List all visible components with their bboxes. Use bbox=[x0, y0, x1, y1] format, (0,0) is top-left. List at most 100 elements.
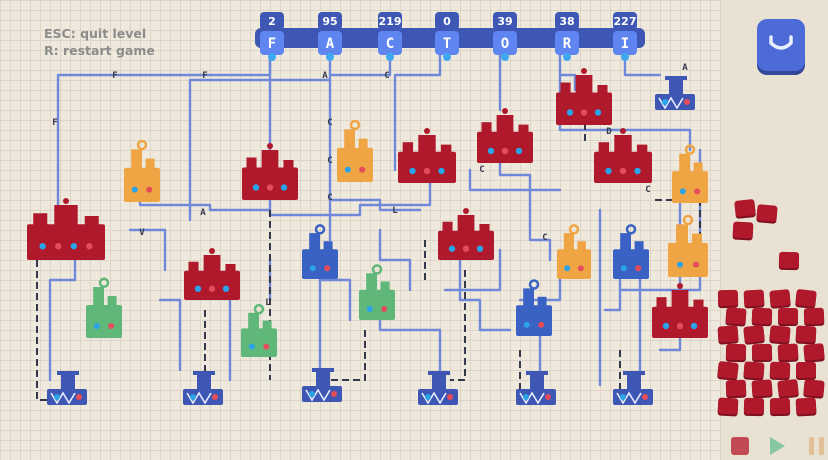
valve-6[interactable] bbox=[613, 371, 653, 405]
red-factory-7[interactable] bbox=[556, 68, 612, 125]
pile-card bbox=[725, 307, 747, 325]
pile-card bbox=[751, 307, 773, 325]
pile-card bbox=[725, 343, 747, 361]
pipe-letter: A bbox=[682, 63, 688, 73]
orange-tower-5[interactable] bbox=[668, 214, 708, 277]
red-factory-5[interactable] bbox=[438, 208, 494, 260]
pipe-letter: A bbox=[322, 71, 328, 81]
menu-icon bbox=[769, 35, 793, 50]
pile-card bbox=[743, 289, 765, 307]
pile-card bbox=[778, 308, 798, 324]
pile-card bbox=[778, 251, 800, 269]
red-factory-8[interactable] bbox=[594, 128, 652, 183]
pile-card bbox=[803, 307, 825, 325]
pile-card bbox=[725, 379, 747, 397]
pile-card bbox=[751, 343, 773, 361]
valve-5[interactable] bbox=[516, 371, 556, 405]
red-factory-1[interactable] bbox=[27, 198, 105, 260]
valve-7[interactable] bbox=[655, 76, 695, 110]
blue-plant-3[interactable] bbox=[516, 279, 552, 336]
pile-card bbox=[795, 325, 817, 343]
green-plant-2[interactable] bbox=[241, 303, 277, 357]
pipe-letter: C bbox=[327, 156, 332, 166]
output-count: 2 bbox=[268, 15, 276, 28]
output-letter: I bbox=[621, 36, 629, 52]
pause-button[interactable] bbox=[809, 437, 825, 455]
output-o: 39O bbox=[493, 12, 517, 61]
pile-card bbox=[777, 378, 799, 398]
output-letter: O bbox=[501, 36, 509, 52]
output-count: 95 bbox=[322, 15, 337, 28]
valve-1[interactable] bbox=[47, 371, 87, 405]
red-factory-9[interactable] bbox=[652, 283, 708, 338]
pile-card bbox=[743, 361, 765, 379]
pile-card bbox=[732, 221, 754, 239]
blue-plant-1[interactable] bbox=[302, 224, 338, 279]
red-factory-4[interactable] bbox=[398, 128, 456, 183]
pipe-letter: C bbox=[327, 118, 332, 128]
output-letter: T bbox=[443, 36, 451, 52]
pile-card bbox=[717, 289, 739, 307]
pile-card bbox=[717, 360, 739, 380]
pile-card bbox=[769, 325, 791, 343]
orange-tower-4[interactable] bbox=[672, 144, 708, 203]
output-count: 0 bbox=[443, 15, 451, 28]
pile-card bbox=[803, 379, 825, 397]
pipe-letter: C bbox=[327, 193, 332, 203]
menu-button[interactable] bbox=[757, 19, 805, 71]
pile-card bbox=[777, 343, 799, 361]
pipe-letter: L bbox=[392, 206, 398, 216]
output-f: 2F bbox=[260, 12, 284, 61]
pipe-letter: F bbox=[202, 71, 207, 81]
play-button[interactable] bbox=[770, 437, 785, 455]
pipe-letter: V bbox=[139, 228, 145, 238]
orange-tower-1[interactable] bbox=[124, 139, 160, 202]
pile-card bbox=[769, 289, 791, 307]
pile-card bbox=[769, 397, 791, 415]
pile-card bbox=[795, 397, 817, 415]
output-letter: A bbox=[326, 36, 335, 52]
output-count: 39 bbox=[497, 15, 512, 28]
pipe-letter: C bbox=[542, 233, 547, 243]
red-factory-3[interactable] bbox=[184, 248, 240, 300]
pile-card bbox=[751, 379, 773, 397]
pile-card bbox=[756, 204, 778, 222]
pile-card bbox=[795, 288, 817, 308]
output-r: 38R bbox=[555, 12, 579, 61]
pipe-letter: C bbox=[384, 71, 389, 81]
output-a: 95A bbox=[318, 12, 342, 61]
pipe-letter: L bbox=[265, 298, 271, 308]
pile-card bbox=[743, 324, 765, 344]
pipe-letter: D bbox=[606, 127, 612, 137]
valve-3[interactable] bbox=[302, 368, 342, 402]
pile-card bbox=[734, 198, 756, 218]
pile-card bbox=[803, 343, 825, 361]
orange-tower-2[interactable] bbox=[337, 119, 373, 182]
pile-card bbox=[717, 397, 739, 415]
output-letter: F bbox=[268, 36, 276, 52]
pipe-letter: F bbox=[52, 118, 57, 128]
pile-card bbox=[743, 397, 765, 415]
hint-restart: R: restart game bbox=[44, 43, 155, 58]
stop-button[interactable] bbox=[731, 437, 749, 455]
orange-tower-3[interactable] bbox=[557, 224, 591, 279]
output-letter: C bbox=[386, 36, 394, 52]
buildings-layer bbox=[27, 68, 708, 405]
pile-card bbox=[796, 362, 816, 378]
hint-quit: ESC: quit level bbox=[44, 26, 147, 41]
green-plant-1[interactable] bbox=[86, 277, 122, 338]
valve-2[interactable] bbox=[183, 371, 223, 405]
pile-card bbox=[717, 325, 739, 343]
red-factory-6[interactable] bbox=[477, 108, 533, 163]
pipe-letter: C bbox=[479, 165, 484, 175]
red-factory-2[interactable] bbox=[242, 143, 298, 200]
green-plant-3[interactable] bbox=[359, 264, 395, 320]
blue-plant-2[interactable] bbox=[613, 224, 649, 279]
output-letter: R bbox=[563, 36, 572, 52]
output-count: 219 bbox=[379, 15, 402, 28]
valve-4[interactable] bbox=[418, 371, 458, 405]
